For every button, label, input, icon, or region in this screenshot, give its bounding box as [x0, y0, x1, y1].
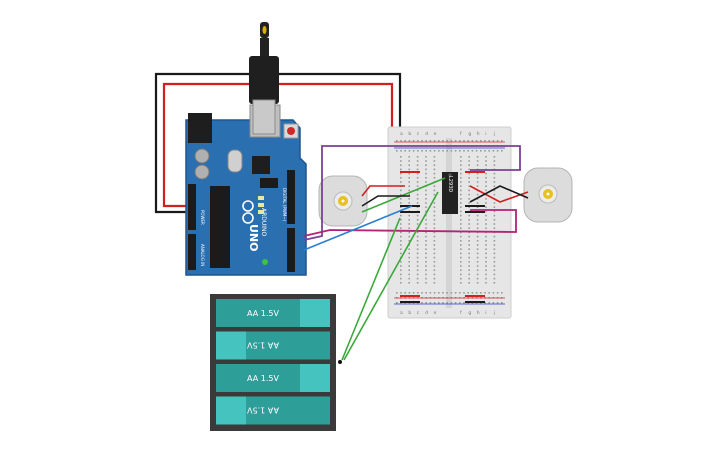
- usb-chip: [252, 156, 270, 174]
- arduino-brand-text: ARDUINO: [260, 208, 267, 237]
- breadboard-column-letter: c: [417, 132, 420, 137]
- battery-cell: AA 1.5V: [216, 364, 330, 392]
- capacitor-1: [194, 148, 210, 164]
- breadboard-column-letter: b: [408, 310, 411, 316]
- wire-blue[interactable]: [303, 205, 413, 251]
- crystal: [227, 149, 243, 173]
- breadboard-holes: [396, 140, 503, 304]
- battery-cell-label: AA 1.5V: [247, 341, 279, 350]
- wire-purple[interactable]: [303, 145, 521, 241]
- power-section-label: POWER: [200, 210, 205, 225]
- wires-front: [303, 145, 529, 361]
- battery-cell: AA 1.5V: [216, 396, 330, 425]
- power-jack: [188, 113, 212, 143]
- battery-cell-label: AA 1.5V: [247, 309, 279, 318]
- breadboard-column-letter: g: [468, 132, 471, 137]
- breadboard-column-letter: b: [408, 131, 411, 137]
- atmega-chip: [210, 186, 230, 268]
- breadboard-column-letter: a: [400, 132, 403, 137]
- breadboard-jumpers: [400, 171, 485, 303]
- wire-green-1[interactable]: [341, 217, 401, 361]
- battery-pack[interactable]: AA 1.5V AA 1.5V AA 1.5V AA 1.5V: [210, 294, 342, 431]
- icsp-header: [260, 178, 278, 188]
- capacitor-2: [194, 164, 210, 180]
- breadboard-column-letter: j: [493, 131, 495, 137]
- breadboard-column-letter: h: [477, 131, 480, 137]
- wire-green-2[interactable]: [343, 191, 439, 361]
- led-tx: [258, 203, 264, 207]
- breadboard-column-letter: e: [434, 132, 437, 137]
- battery-cell-label: AA 1.5V: [247, 406, 279, 415]
- breadboard-column-letter: d: [425, 131, 428, 137]
- battery-cell: AA 1.5V: [216, 331, 330, 360]
- breadboard-column-letter: j: [493, 310, 495, 316]
- breadboard-column-letter: c: [417, 311, 420, 316]
- breadboard-column-letter: f: [460, 310, 462, 316]
- power-led: [262, 259, 268, 265]
- arduino-logo-text: UNO: [247, 224, 260, 252]
- breadboard-column-letter: i: [485, 131, 486, 137]
- led-l: [258, 196, 264, 200]
- breadboard-column-letter: e: [434, 311, 437, 316]
- wire-magenta[interactable]: [303, 209, 517, 237]
- wire-red-5v[interactable]: [162, 82, 394, 208]
- analog-section-label: ANALOG IN: [200, 244, 205, 266]
- usb-cable[interactable]: [249, 22, 279, 135]
- digital-header-top: [287, 170, 295, 224]
- breadboard-column-letter: i: [485, 310, 486, 316]
- power-header: [188, 184, 196, 230]
- breadboard-column-letter: a: [400, 311, 403, 316]
- wire-green-3[interactable]: [361, 177, 446, 213]
- battery-cell-label: AA 1.5V: [247, 374, 279, 383]
- breadboard-column-letter: d: [425, 310, 428, 316]
- wire-motor-left-red[interactable]: [361, 185, 405, 197]
- led-rx: [258, 210, 264, 214]
- l293d-chip[interactable]: L293D: [442, 172, 458, 214]
- wires-back: [154, 72, 402, 214]
- battery-terminal: [338, 360, 342, 364]
- breadboard-column-letter: f: [460, 131, 462, 137]
- chip-label: L293D: [447, 176, 453, 192]
- battery-cell: AA 1.5V: [216, 299, 330, 327]
- breadboard-column-letter: g: [468, 311, 471, 316]
- breadboard-column-letter: h: [477, 310, 480, 316]
- center-channel: [446, 138, 452, 308]
- digital-pwm-label: DIGITAL (PWM~): [282, 188, 287, 222]
- arduino-infinity-icon: [242, 200, 254, 212]
- digital-header-bottom: [287, 228, 295, 272]
- wire-motor-left-black[interactable]: [361, 195, 410, 207]
- wire-motor-right-black[interactable]: [469, 185, 529, 203]
- motor-right[interactable]: [523, 167, 573, 223]
- arduino-uno-board[interactable]: ARDUINO UNO DIGITAL (PWM~) POWER ANALOG …: [185, 104, 307, 276]
- wire-black-gnd[interactable]: [154, 72, 402, 214]
- motor-left[interactable]: [318, 175, 368, 227]
- wire-motor-right-red[interactable]: [469, 185, 529, 203]
- analog-header: [188, 234, 196, 270]
